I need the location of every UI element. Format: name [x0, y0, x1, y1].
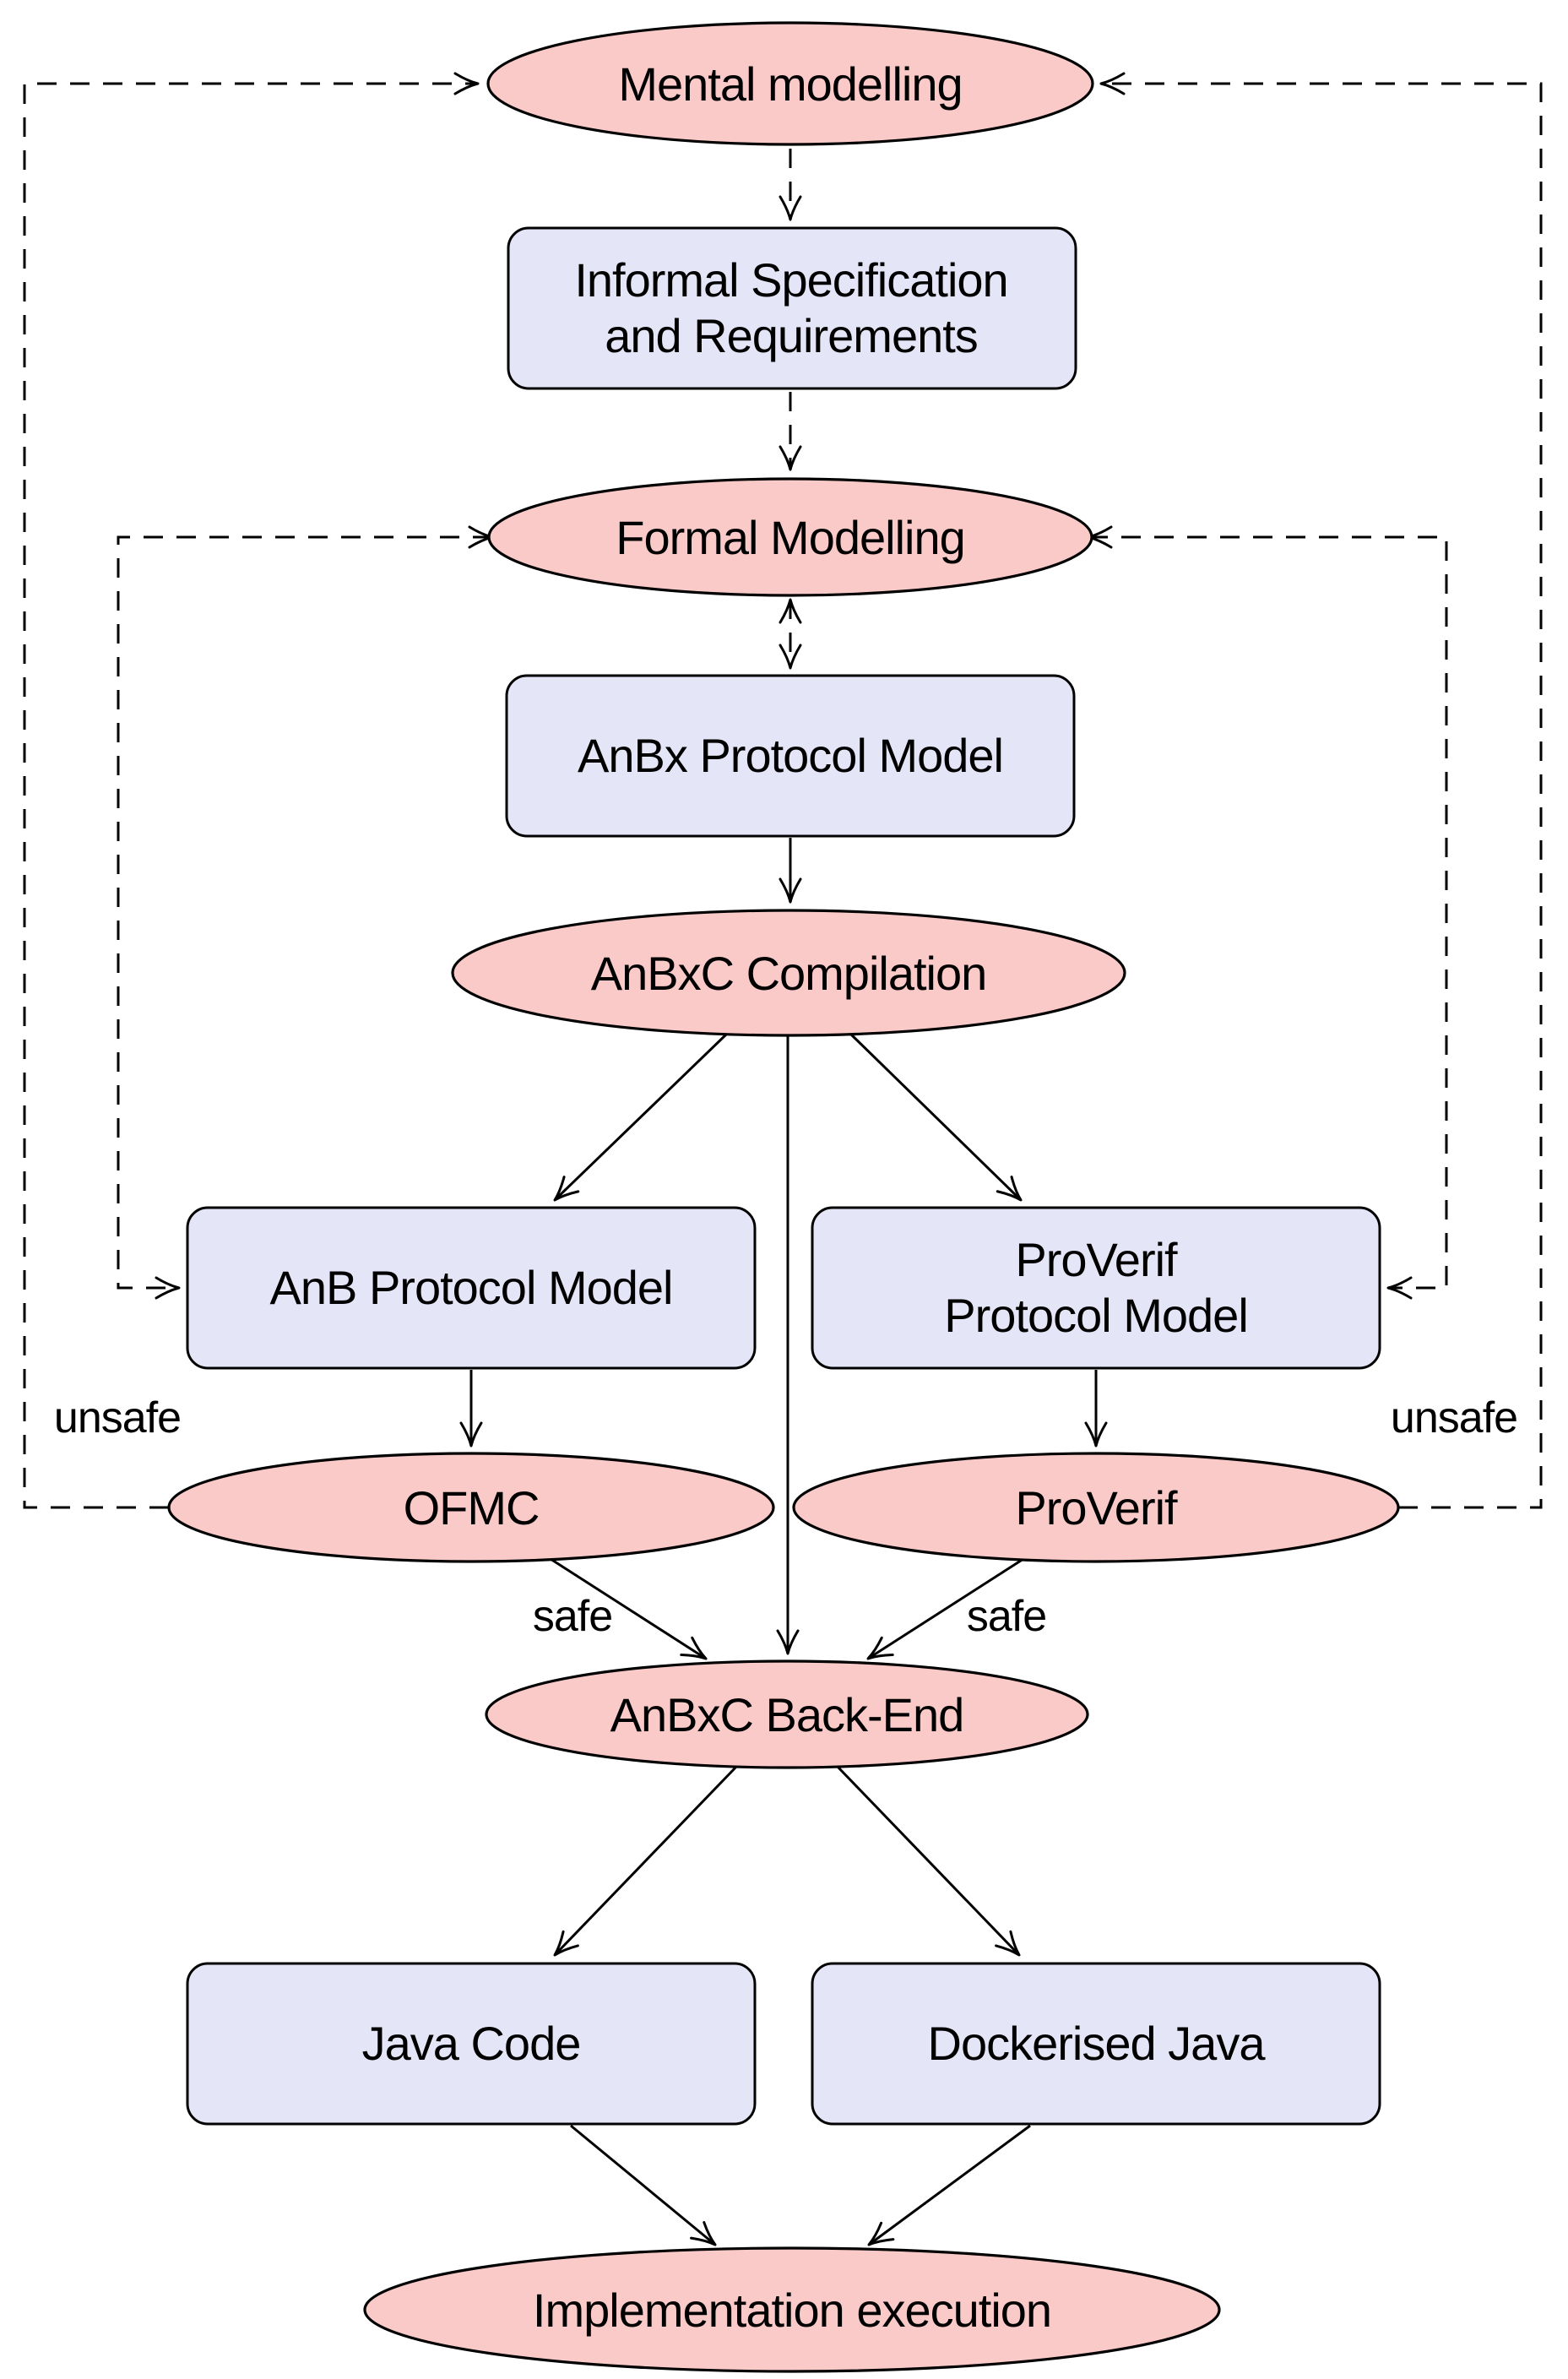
java-code-label: Java Code: [361, 2016, 582, 2070]
informal-spec-label: Informal Specification and Requirements: [574, 253, 1008, 364]
edge-safe-proverif-to-backend: [866, 1557, 1024, 1660]
proverif-ellipse: [792, 1452, 1400, 1563]
implementation-execution-label: Implementation execution: [532, 2283, 1052, 2337]
anb-protocol-model-box: [186, 1206, 757, 1370]
formal-modelling-label: Formal Modelling: [616, 510, 965, 564]
formal-modelling-ellipse: [487, 477, 1093, 597]
dockerised-java-box: [811, 1962, 1381, 2126]
edge-backend-to-docker: [836, 1765, 1021, 1957]
ofmc-ellipse: [167, 1452, 775, 1563]
informal-spec-box: [507, 226, 1077, 390]
proverif-protocol-model-label: ProVerif Protocol Model: [944, 1232, 1249, 1344]
informal-spec-label-line1: Informal Specification: [574, 253, 1008, 307]
proverif-protocol-model-box: [811, 1206, 1381, 1370]
edge-formal-anb-refinement-loop: [117, 525, 494, 1300]
edge-java-to-implementation: [570, 2124, 717, 2246]
implementation-execution-ellipse: [363, 2246, 1221, 2373]
edge-compilation-to-proverif-model: [849, 1032, 1023, 1202]
dockerised-java-label: Dockerised Java: [927, 2016, 1266, 2070]
anbx-protocol-model-box: [505, 674, 1076, 838]
anbxc-compilation-ellipse: [451, 909, 1126, 1037]
unsafe-right-edge-label: unsafe: [1390, 1393, 1518, 1442]
edge-safe-ofmc-to-backend: [550, 1557, 708, 1660]
proverif-label: ProVerif: [1015, 1480, 1177, 1534]
edge-docker-to-implementation: [867, 2124, 1031, 2246]
anb-protocol-model-label: AnB Protocol Model: [269, 1260, 674, 1314]
anbxc-backend-ellipse: [485, 1659, 1089, 1769]
anbxc-compilation-label: AnBxC Compilation: [590, 946, 988, 1000]
proverif-protocol-model-label-line2: Protocol Model: [944, 1289, 1249, 1342]
anbxc-backend-label: AnBxC Back-End: [610, 1687, 965, 1741]
edge-unsafe-ofmc-to-mental: [23, 72, 480, 1509]
mental-modelling-label: Mental modelling: [618, 57, 963, 111]
java-code-box: [186, 1962, 757, 2126]
edge-formal-proverif-refinement-loop: [1087, 525, 1448, 1300]
anbx-protocol-model-label: AnBx Protocol Model: [578, 728, 1004, 782]
informal-spec-label-line2: and Requirements: [605, 309, 979, 362]
edge-compilation-to-anb: [553, 1032, 729, 1202]
proverif-protocol-model-label-line1: ProVerif: [1015, 1232, 1177, 1286]
unsafe-left-edge-label: unsafe: [53, 1393, 182, 1442]
mental-modelling-ellipse: [486, 21, 1094, 146]
edge-unsafe-proverif-to-mental: [1099, 72, 1543, 1509]
safe-right-edge-label: safe: [966, 1592, 1047, 1641]
ofmc-label: OFMC: [403, 1480, 540, 1534]
edge-backend-to-java: [553, 1765, 738, 1957]
safe-left-edge-label: safe: [532, 1592, 613, 1641]
